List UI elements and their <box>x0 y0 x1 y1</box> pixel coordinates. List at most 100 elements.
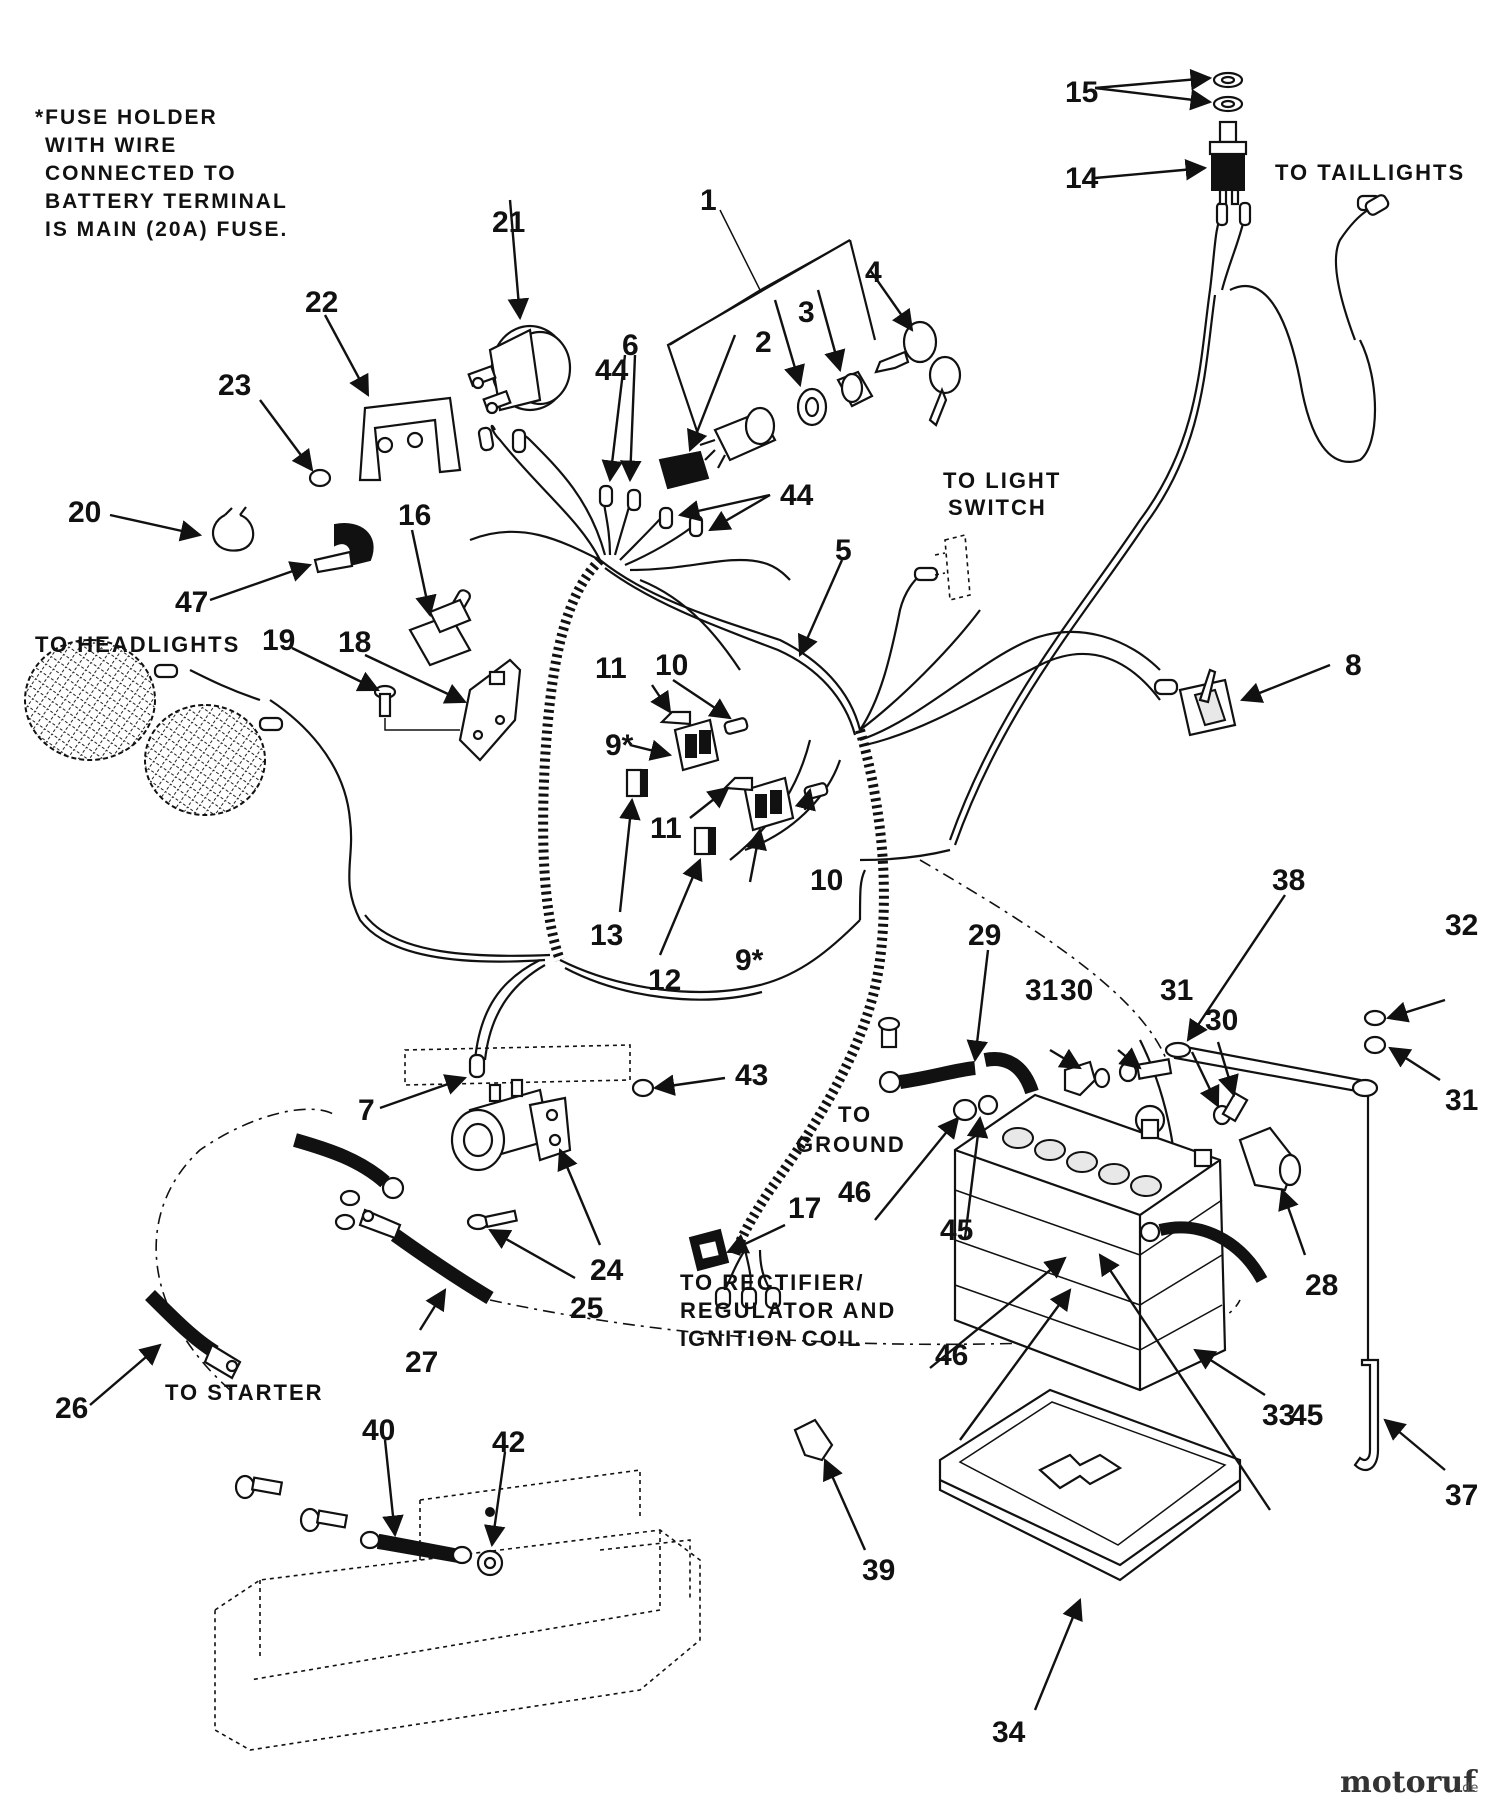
callout-1: 1 <box>700 184 717 217</box>
callout-25: 25 <box>570 1292 603 1325</box>
watermark: motoruf .de <box>1340 1765 1478 1800</box>
callout-40: 40 <box>362 1414 395 1447</box>
bolt-19-leader <box>384 718 460 731</box>
fuse-13 <box>625 768 648 798</box>
caption-to-taillights: TO TAILLIGHTS <box>1275 160 1465 185</box>
nut-15 <box>1212 71 1244 113</box>
nut-23 <box>308 468 332 488</box>
clamp-47 <box>313 523 374 574</box>
connector-17 <box>688 1228 730 1272</box>
callout-28: 28 <box>1305 1269 1338 1302</box>
callout-11-lower: 11 <box>650 812 682 845</box>
ground-cable-29 <box>877 1016 1039 1095</box>
callout-15: 15 <box>1065 76 1098 109</box>
callout-13: 13 <box>590 919 623 952</box>
callout-24: 24 <box>590 1254 624 1287</box>
caption-to-light-switch-1: TO LIGHT <box>943 468 1061 493</box>
callout-45-left: 45 <box>940 1214 973 1247</box>
callout-31-mid: 31 <box>1160 974 1193 1007</box>
cable-26 <box>145 1290 242 1380</box>
wiring-harness <box>189 209 1377 1291</box>
captions: TO TAILLIGHTS TO LIGHT SWITCH TO HEADLIG… <box>35 160 1465 1405</box>
callout-37: 37 <box>1445 1479 1478 1512</box>
callout-34: 34 <box>992 1716 1026 1749</box>
watermark-suffix: .de <box>1458 1781 1478 1796</box>
note-line-2: WITH WIRE <box>45 134 177 157</box>
callout-6: 6 <box>622 329 639 362</box>
callout-44-left: 44 <box>595 354 629 387</box>
battery-tray-34 <box>938 1388 1242 1582</box>
callout-27: 27 <box>405 1346 438 1379</box>
bolt-19 <box>373 684 397 718</box>
callout-31-left: 31 <box>1025 974 1058 1007</box>
bolt-25 <box>466 1209 518 1231</box>
callout-12: 12 <box>648 964 681 997</box>
hardware-30-31 <box>1063 1009 1387 1126</box>
callout-2: 2 <box>755 326 772 359</box>
callout-44-right: 44 <box>780 479 814 512</box>
bracket-22 <box>358 396 462 482</box>
hold-down-38 <box>1164 1041 1379 1098</box>
cable-27 <box>293 1133 494 1305</box>
wire-terminals <box>153 194 1382 1310</box>
callout-46-left: 46 <box>838 1176 871 1209</box>
callout-43: 43 <box>735 1059 768 1092</box>
callout-16: 16 <box>398 499 431 532</box>
callout-11-upper: 11 <box>595 652 627 685</box>
ignition-switch-1 <box>699 370 874 469</box>
callout-33: 33 <box>1262 1399 1295 1432</box>
frame-hardware-40 <box>234 1474 473 1565</box>
callout-14: 14 <box>1065 162 1099 195</box>
solenoid-24 <box>450 1078 572 1172</box>
caption-to-starter: TO STARTER <box>165 1380 324 1405</box>
callout-7: 7 <box>358 1094 375 1127</box>
callout-8: 8 <box>1345 649 1362 682</box>
callout-9-lower: 9* <box>735 944 764 977</box>
callout-9-upper: 9* <box>605 729 634 762</box>
callout-46-right: 46 <box>935 1339 968 1372</box>
caption-to-headlights: TO HEADLIGHTS <box>35 632 240 657</box>
gauge-21 <box>467 324 572 415</box>
callout-20: 20 <box>68 496 101 529</box>
clip-20 <box>211 506 255 552</box>
fuse-holder-9-upper <box>673 718 720 772</box>
j-bolt-37 <box>1353 1095 1380 1472</box>
callout-19: 19 <box>262 624 295 657</box>
headlight-right <box>144 704 266 816</box>
switch-14 <box>1208 120 1248 206</box>
note-line-4: BATTERY TERMINAL <box>45 190 288 213</box>
clip-39 <box>793 1418 834 1462</box>
callout-3: 3 <box>798 296 815 329</box>
caption-to-rectifier-2: REGULATOR AND <box>680 1298 896 1323</box>
fuse-holder-9-lower <box>743 776 795 832</box>
connector-6 <box>658 450 710 490</box>
caption-to-ground-2: GROUND <box>796 1132 906 1157</box>
callout-10-upper: 10 <box>655 649 688 682</box>
callout-4: 4 <box>865 256 882 289</box>
watermark-brand: motoruf <box>1340 1765 1478 1800</box>
callout-30-right: 30 <box>1205 1004 1238 1037</box>
note-line-3: CONNECTED TO <box>45 162 237 185</box>
switch-8 <box>1178 668 1237 737</box>
callout-47: 47 <box>175 586 208 619</box>
note-line-5: IS MAIN (20A) FUSE. <box>45 218 288 241</box>
light-switch <box>934 533 971 602</box>
caption-to-light-switch-2: SWITCH <box>948 495 1047 520</box>
fuse-10 <box>723 717 829 800</box>
caption-to-rectifier-1: TO RECTIFIER/ <box>680 1270 865 1295</box>
callout-42: 42 <box>492 1426 525 1459</box>
callout-38: 38 <box>1272 864 1305 897</box>
relay-16 <box>408 598 472 667</box>
callout-30-left: 30 <box>1060 974 1093 1007</box>
headlight-left <box>24 639 156 761</box>
callout-5: 5 <box>835 534 852 567</box>
note-line-1: *FUSE HOLDER <box>35 106 218 129</box>
caption-to-ground-1: TO <box>838 1102 872 1127</box>
callout-21: 21 <box>492 206 525 239</box>
callout-10-lower: 10 <box>810 864 843 897</box>
callout-22: 22 <box>305 286 338 319</box>
callout-45-right: 45 <box>1290 1399 1323 1432</box>
washer-42 <box>476 1507 504 1577</box>
